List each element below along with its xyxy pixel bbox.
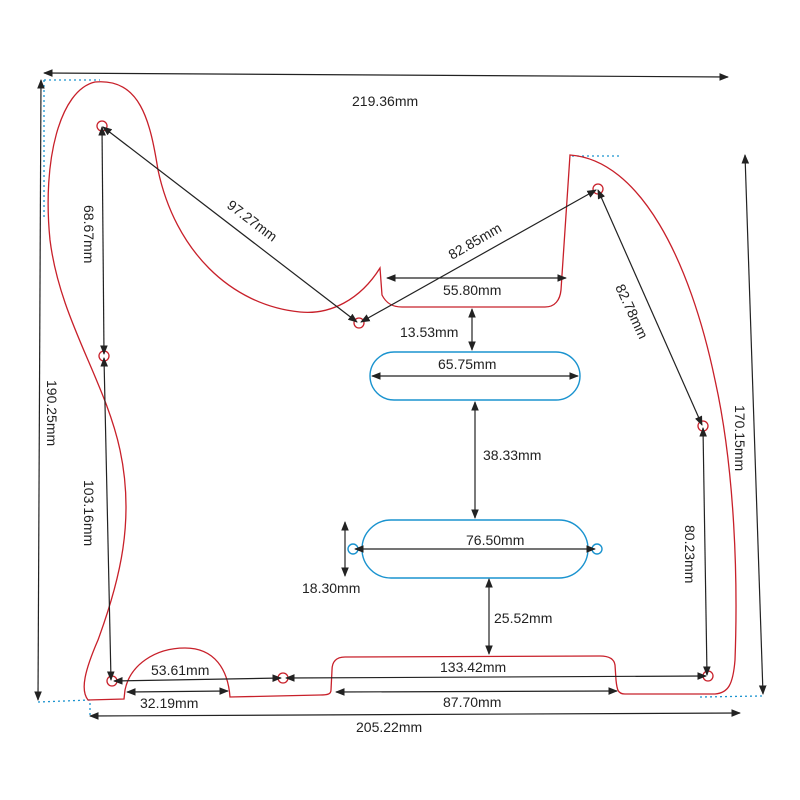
label-13: 13.53mm [400, 324, 458, 340]
dim-line-bottom-width [89, 709, 741, 720]
label-68: 68.67mm [81, 205, 97, 263]
dim-line-overall-height [34, 79, 45, 701]
label-76: 76.50mm [466, 532, 524, 548]
dim-line-133 [285, 672, 707, 682]
label-55: 55.80mm [443, 282, 501, 298]
dim-line-32 [126, 687, 229, 696]
label-82-78: 82.78mm [612, 282, 651, 342]
dim-line-82-78 [597, 189, 703, 426]
label-right-height: 170.15mm [732, 405, 748, 471]
label-bottom-width: 205.22mm [356, 719, 422, 735]
label-87: 87.70mm [443, 694, 501, 710]
dim-line-right-height [741, 154, 767, 695]
mounting-holes [96, 120, 714, 687]
dim-line-68 [98, 126, 108, 355]
label-53: 53.61mm [151, 662, 209, 678]
dim-line-53 [113, 674, 282, 685]
dim-line-overall-width [43, 69, 729, 81]
dim-line-103 [100, 357, 115, 681]
mounting-hole [353, 317, 365, 329]
label-80: 80.23mm [682, 525, 698, 583]
guide-bottom-left [37, 699, 91, 718]
pickguard-outline [47, 81, 737, 701]
guide-bottom-right [699, 695, 763, 698]
label-32: 32.19mm [140, 695, 198, 711]
label-38: 38.33mm [483, 447, 541, 463]
label-overall-height: 190.25mm [44, 380, 60, 446]
dim-line-82-85 [360, 189, 597, 323]
label-97: 97.27mm [224, 197, 280, 245]
label-65: 65.75mm [438, 356, 496, 372]
dimension-lines [34, 69, 767, 720]
label-82-85: 82.85mm [446, 220, 505, 263]
dim-line-80 [699, 427, 711, 676]
neck-pickup-cutout [369, 351, 581, 401]
label-103: 103.16mm [81, 480, 97, 546]
mounting-hole [592, 183, 604, 195]
label-133: 133.42mm [440, 659, 506, 675]
label-overall-width: 219.36mm [352, 93, 418, 109]
label-18: 18.30mm [302, 580, 360, 596]
dim-line-87 [335, 687, 618, 696]
label-25: 25.52mm [494, 610, 552, 626]
dim-line-97 [102, 126, 358, 323]
